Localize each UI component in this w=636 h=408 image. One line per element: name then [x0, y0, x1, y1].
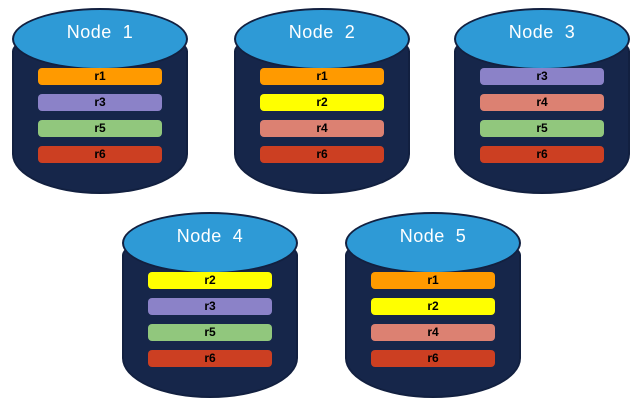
replica-list: r1 r2 r4 r6 — [260, 68, 384, 163]
replica-bar[interactable]: r4 — [480, 94, 604, 111]
replica-bar[interactable]: r4 — [260, 120, 384, 137]
replica-bar[interactable]: r1 — [371, 272, 495, 289]
node-label: Node 1 — [66, 22, 134, 42]
node-top-ellipse — [122, 212, 298, 274]
replica-bar[interactable]: r2 — [260, 94, 384, 111]
replica-bar[interactable]: r5 — [480, 120, 604, 137]
node-label: Node 3 — [508, 22, 576, 42]
node-cylinder[interactable]: Node 2 r1 r2 r4 r6 — [234, 8, 410, 194]
node-top-ellipse — [234, 8, 410, 70]
replica-list: r2 r3 r5 r6 — [148, 272, 272, 367]
node-cylinder[interactable]: Node 4 r2 r3 r5 r6 — [122, 212, 298, 398]
replica-bar[interactable]: r6 — [38, 146, 162, 163]
node-cylinder[interactable]: Node 5 r1 r2 r4 r6 — [345, 212, 521, 398]
replica-bar[interactable]: r5 — [148, 324, 272, 341]
replica-list: r3 r4 r5 r6 — [480, 68, 604, 163]
replica-bar[interactable]: r4 — [371, 324, 495, 341]
replica-bar[interactable]: r3 — [148, 298, 272, 315]
replica-bar[interactable]: r1 — [260, 68, 384, 85]
replica-bar[interactable]: r6 — [260, 146, 384, 163]
replica-bar[interactable]: r2 — [148, 272, 272, 289]
replica-bar[interactable]: r6 — [480, 146, 604, 163]
node-cylinder[interactable]: Node 3 r3 r4 r5 r6 — [454, 8, 630, 194]
node-label: Node 2 — [288, 22, 356, 42]
node-cylinder[interactable]: Node 1 r1 r3 r5 r6 — [12, 8, 188, 194]
replica-bar[interactable]: r3 — [38, 94, 162, 111]
replica-bar[interactable]: r6 — [148, 350, 272, 367]
replica-list: r1 r3 r5 r6 — [38, 68, 162, 163]
node-label: Node 4 — [176, 226, 244, 246]
replica-bar[interactable]: r6 — [371, 350, 495, 367]
replica-bar[interactable]: r1 — [38, 68, 162, 85]
node-top-ellipse — [12, 8, 188, 70]
replica-bar[interactable]: r5 — [38, 120, 162, 137]
replica-bar[interactable]: r2 — [371, 298, 495, 315]
replica-list: r1 r2 r4 r6 — [371, 272, 495, 367]
node-label: Node 5 — [399, 226, 467, 246]
replica-bar[interactable]: r3 — [480, 68, 604, 85]
